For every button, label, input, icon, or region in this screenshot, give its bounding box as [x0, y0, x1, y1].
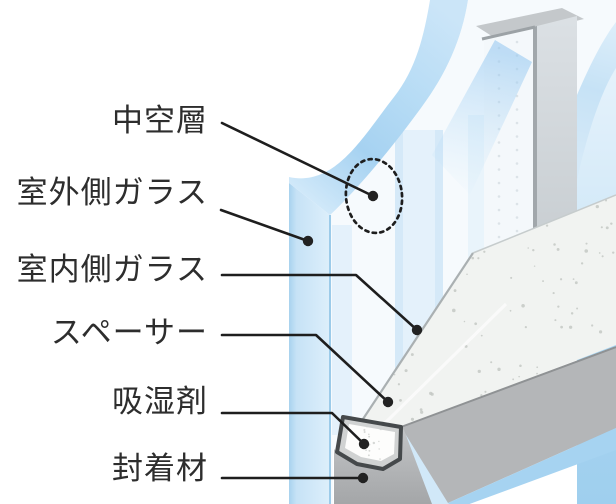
outdoor-glass-side-face [289, 183, 330, 504]
glass-reflection-highlight [432, 40, 532, 195]
cut-face-top-edge [472, 194, 616, 254]
sealant-fill [334, 427, 432, 504]
outdoor-glass-wave-edge [289, 0, 468, 215]
callout-dots [302, 190, 423, 484]
callout-dot-outdoor-glass [302, 235, 314, 247]
outdoor-glass-pane [289, 0, 616, 504]
leader-line-air-layer [220, 121, 375, 198]
label-indoor-glass: 室内側ガラス [16, 252, 208, 287]
frame-band-edge [400, 346, 616, 428]
label-spacer: スペーサー [50, 315, 208, 350]
air-layer-dashed-ellipse [344, 157, 404, 235]
leader-lines [219, 121, 419, 480]
callout-dot-sealant [357, 472, 369, 484]
leader-line-desiccant [220, 411, 366, 446]
leader-line-indoor-glass [220, 273, 419, 332]
desiccant-fill [345, 424, 395, 461]
label-sealant: 封着材 [112, 451, 208, 486]
cut-face-highlight [381, 302, 508, 427]
outdoor-glass-front-face [330, 0, 616, 504]
leader-line-spacer [220, 333, 390, 404]
callout-dot-desiccant [358, 438, 370, 450]
callout-dot-air-layer [367, 190, 379, 202]
leader-line-outdoor-glass [219, 208, 310, 243]
cut-face-edge [362, 252, 474, 420]
frame-side-band [401, 347, 616, 503]
indoor-glass-bottom-edge [448, 428, 616, 504]
label-outdoor-glass: 室外側ガラス [16, 175, 208, 210]
callout-dot-spacer [382, 396, 394, 408]
label-air-layer: 中空層 [112, 103, 208, 138]
bottom-frame-cutaway [362, 194, 616, 504]
spacer-cut-face [363, 195, 616, 428]
label-desiccant: 吸湿剤 [112, 384, 208, 419]
callout-dot-indoor-glass [411, 324, 423, 336]
